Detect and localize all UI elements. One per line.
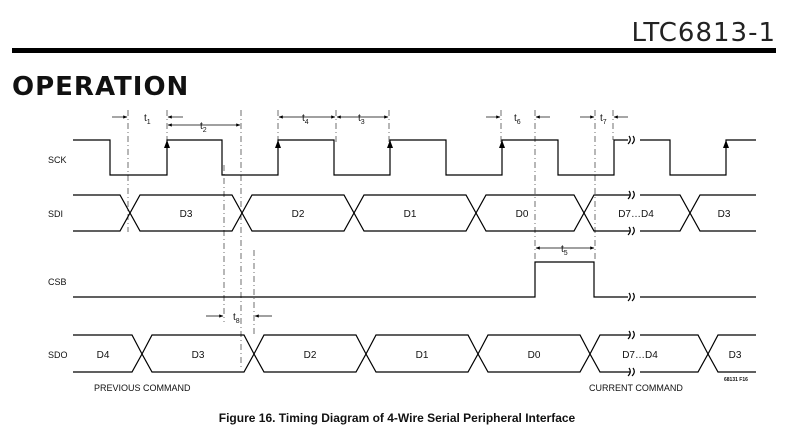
t1-label: t1: [144, 113, 151, 126]
sdi-d3b-label: D3: [718, 209, 731, 220]
t4-label: t4: [302, 113, 309, 126]
sdo-d3b-label: D3: [729, 350, 742, 361]
sdo-d4-label: D4: [97, 350, 110, 361]
sdo-d2-label: D2: [304, 350, 317, 361]
sdi-d7-d4-label: D7…D4: [618, 209, 654, 220]
t8-label: t8: [233, 312, 240, 325]
sdo-d3-label: D3: [192, 350, 205, 361]
t7-label: t7: [600, 113, 607, 126]
sdo-d1-label: D1: [416, 350, 429, 361]
sdo-label: SDO: [48, 350, 68, 360]
sdi-bus: [73, 190, 756, 236]
section-title: OPERATION: [12, 72, 190, 102]
sck-label: SCK: [48, 155, 67, 165]
sdi-d0-label: D0: [516, 209, 529, 220]
t3-label: t3: [358, 113, 365, 126]
sdo-bus: [73, 330, 756, 377]
figure-caption: Figure 16. Timing Diagram of 4-Wire Seri…: [218, 411, 576, 425]
sdi-d1-label: D1: [404, 209, 417, 220]
sdi-label: SDI: [48, 209, 63, 219]
reference-lines: [127, 110, 614, 368]
t5-label: t5: [561, 244, 568, 257]
sdi-d2-label: D2: [292, 209, 305, 220]
sdo-d0-label: D0: [528, 350, 541, 361]
current-command-label: CURRENT COMMAND: [589, 383, 683, 393]
csb-waveform: [73, 261, 756, 302]
t2-label: t2: [200, 121, 207, 134]
previous-command-label: PREVIOUS COMMAND: [94, 383, 191, 393]
sdo-d7-d4-label: D7…D4: [622, 350, 658, 361]
figure-code: 68131 F16: [724, 377, 748, 383]
header-rule: [12, 48, 776, 53]
csb-label: CSB: [48, 277, 67, 287]
part-number: LTC6813-1: [631, 18, 776, 48]
sdi-d3-label: D3: [180, 209, 193, 220]
t6-label: t6: [514, 113, 521, 126]
sck-waveform: [73, 135, 756, 176]
timing-arrows: [112, 115, 628, 318]
